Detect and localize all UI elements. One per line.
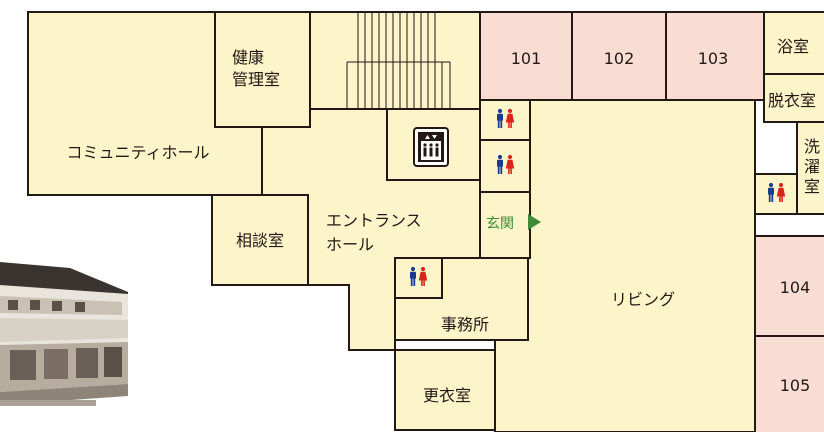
dressing-room <box>763 73 824 123</box>
entrance-hall-label-line1: エントランス <box>326 211 422 230</box>
room-104 <box>754 235 824 337</box>
laundry-label-line1: 洗 <box>804 137 820 156</box>
elevator-icon <box>413 127 449 167</box>
health-room-label-line1: 健康 <box>232 48 264 67</box>
laundry-room <box>796 121 824 215</box>
health-room <box>214 11 311 128</box>
room-103 <box>665 11 765 101</box>
living-label: リビング <box>611 290 675 309</box>
entrance-hall-label-line2: ホール <box>326 235 374 254</box>
laundry-label-line3: 室 <box>804 177 820 196</box>
room-105 <box>754 335 824 432</box>
consult-room-label: 相談室 <box>236 231 284 250</box>
restroom-4 <box>754 173 798 215</box>
room-101 <box>479 11 573 101</box>
room-102-label: 102 <box>604 49 635 68</box>
room-105-label: 105 <box>780 376 811 395</box>
changing-room-label: 更衣室 <box>423 386 471 405</box>
room-102 <box>571 11 667 101</box>
health-room-label-line2: 管理室 <box>232 70 280 89</box>
restroom-1 <box>479 99 531 141</box>
office-label: 事務所 <box>441 315 489 334</box>
room-104-label: 104 <box>780 278 811 297</box>
consult-room <box>211 194 309 286</box>
dressing-room-label: 脱衣室 <box>768 91 816 110</box>
changing-room <box>394 349 496 431</box>
entrance-arrow-icon <box>528 214 541 230</box>
stair-treads <box>346 12 451 109</box>
laundry-label-line2: 濯 <box>804 157 820 176</box>
room-103-label: 103 <box>698 49 729 68</box>
community-hall-label: コミュニティホール <box>66 143 209 162</box>
room-101-label: 101 <box>511 49 542 68</box>
genkan-label: 玄関 <box>486 215 514 232</box>
restroom-3 <box>394 257 443 299</box>
building-photo <box>0 262 128 406</box>
staircase <box>309 11 481 110</box>
restroom-2 <box>479 139 531 193</box>
living-room <box>494 99 756 432</box>
bath-label: 浴室 <box>777 37 809 56</box>
